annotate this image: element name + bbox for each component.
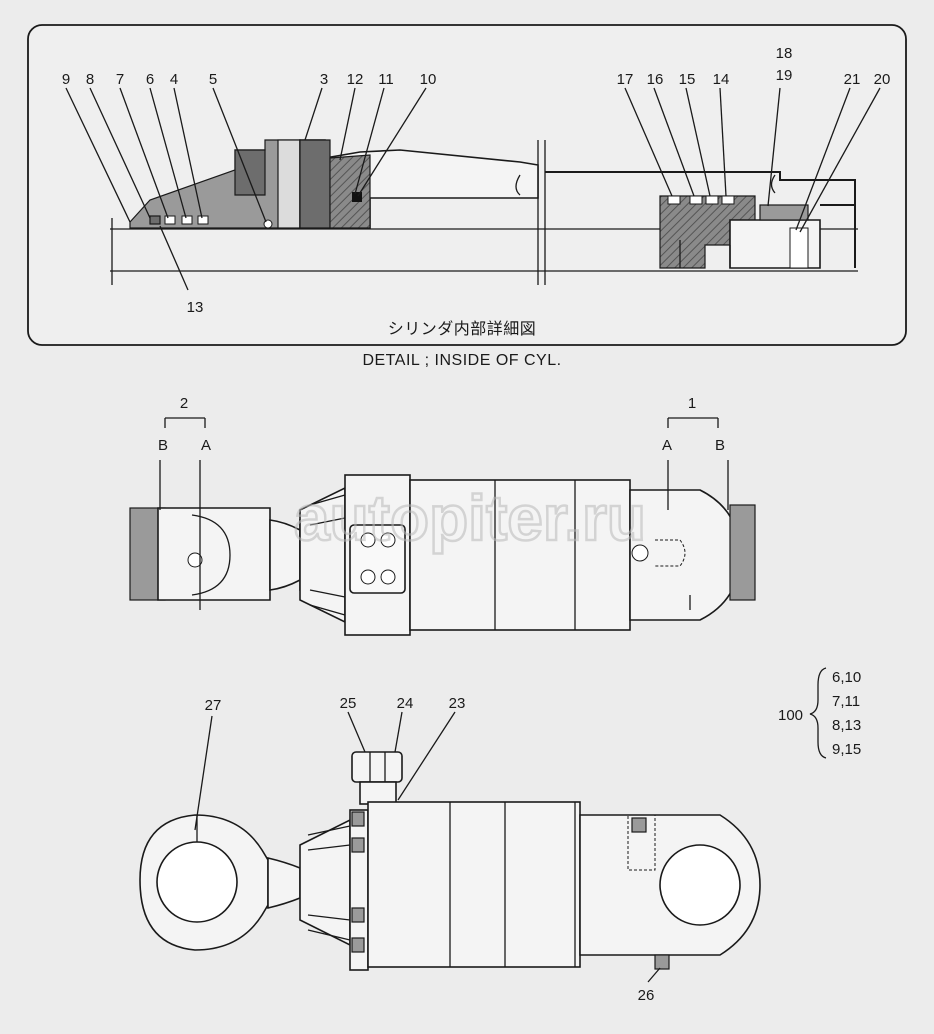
seal-9 <box>149 215 161 225</box>
left-bracket <box>159 417 206 610</box>
label-14: 14 <box>713 71 730 88</box>
bottom-plug <box>631 817 647 833</box>
tube-outer-right <box>545 171 856 205</box>
label-12: 12 <box>347 71 364 88</box>
label-right-a: A <box>662 437 672 454</box>
label-13: 13 <box>187 299 204 316</box>
flange-bolt-4 <box>351 937 365 953</box>
right-bracket <box>667 417 729 610</box>
kit-item-3: 8,13 <box>832 717 861 734</box>
seal-17 <box>667 195 681 205</box>
label-5: 5 <box>209 71 217 88</box>
label-15: 15 <box>679 71 696 88</box>
bottom-hidden-pin <box>655 539 686 567</box>
tube-groove <box>515 174 521 196</box>
label-7: 7 <box>116 71 124 88</box>
label-27: 27 <box>205 697 222 714</box>
bottom-hidden-line <box>627 814 656 871</box>
label-17: 17 <box>617 71 634 88</box>
flange-bolt-3 <box>351 907 365 923</box>
caption-jp: シリンダ内部詳細図 <box>388 320 537 338</box>
port-block-base <box>359 781 397 805</box>
gland-rib-lines <box>309 494 346 616</box>
caption-en: DETAIL ; INSIDE OF CYL. <box>362 352 561 369</box>
label-21: 21 <box>844 71 861 88</box>
watermark: autopiter.ru <box>294 482 646 554</box>
port-bolt-1 <box>360 532 376 548</box>
gland-ribs-bottom <box>299 818 351 947</box>
seal-14 <box>721 195 735 205</box>
seal-15 <box>705 195 719 205</box>
label-1: 1 <box>688 395 696 412</box>
label-2: 2 <box>180 395 188 412</box>
grease-fitting-26 <box>654 954 670 970</box>
bottom-eye-bore <box>659 844 741 926</box>
label-26: 26 <box>638 987 655 1004</box>
port-bolt-3 <box>360 569 376 585</box>
label-20: 20 <box>874 71 891 88</box>
port-bolt-2 <box>380 532 396 548</box>
kit-item-1: 6,10 <box>832 669 861 686</box>
gland-bushing <box>277 139 301 229</box>
detail-leaders <box>65 87 881 291</box>
rod-neck-bottom <box>267 856 301 910</box>
bottom-cylinder-view <box>139 751 761 971</box>
label-10: 10 <box>420 71 437 88</box>
seal-6 <box>197 215 209 225</box>
set-screw-21 <box>789 227 809 269</box>
middle-cylinder-view <box>129 474 756 636</box>
kit-item-2: 7,11 <box>832 693 860 710</box>
kit-item-4: 9,15 <box>832 741 861 758</box>
label-4: 4 <box>170 71 178 88</box>
label-right-b: B <box>715 437 725 454</box>
label-18: 18 <box>776 45 793 62</box>
seal-7 <box>181 215 193 225</box>
flange-bolt-2 <box>351 837 365 853</box>
label-3: 3 <box>320 71 328 88</box>
tube-groove-2 <box>770 174 776 194</box>
kit-number: 100 <box>778 707 803 724</box>
gland-rib-lines-bottom <box>307 825 351 941</box>
label-24: 24 <box>397 695 414 712</box>
label-25: 25 <box>340 695 357 712</box>
port-bolt-4 <box>380 569 396 585</box>
label-6: 6 <box>146 71 154 88</box>
label-left-a: A <box>201 437 211 454</box>
port-block-25 <box>351 751 403 783</box>
rod-end-eye <box>157 507 271 601</box>
rod-grease-hole <box>187 552 203 568</box>
flange-bolt-1 <box>351 811 365 827</box>
label-8: 8 <box>86 71 94 88</box>
label-11: 11 <box>378 71 394 88</box>
label-23: 23 <box>449 695 466 712</box>
tube-flange <box>299 139 331 229</box>
bottom-end-pad <box>729 504 756 601</box>
bottom-leaders <box>194 711 661 983</box>
head-seal-housing <box>329 154 371 229</box>
seal-8 <box>164 215 176 225</box>
seal-16 <box>689 195 703 205</box>
label-16: 16 <box>647 71 664 88</box>
rod-eye-bore <box>156 841 238 923</box>
cylinder-tube-bottom <box>367 801 581 968</box>
label-left-b: B <box>158 437 168 454</box>
cushion-ring-18 <box>759 204 809 221</box>
cylinder-tube <box>409 479 631 631</box>
label-19: 19 <box>776 67 793 84</box>
rod-eye-curve <box>191 514 231 596</box>
bottom-grease-hole <box>631 544 649 562</box>
kit-brace <box>809 667 827 759</box>
label-9: 9 <box>62 71 70 88</box>
seal-10 <box>352 192 362 202</box>
